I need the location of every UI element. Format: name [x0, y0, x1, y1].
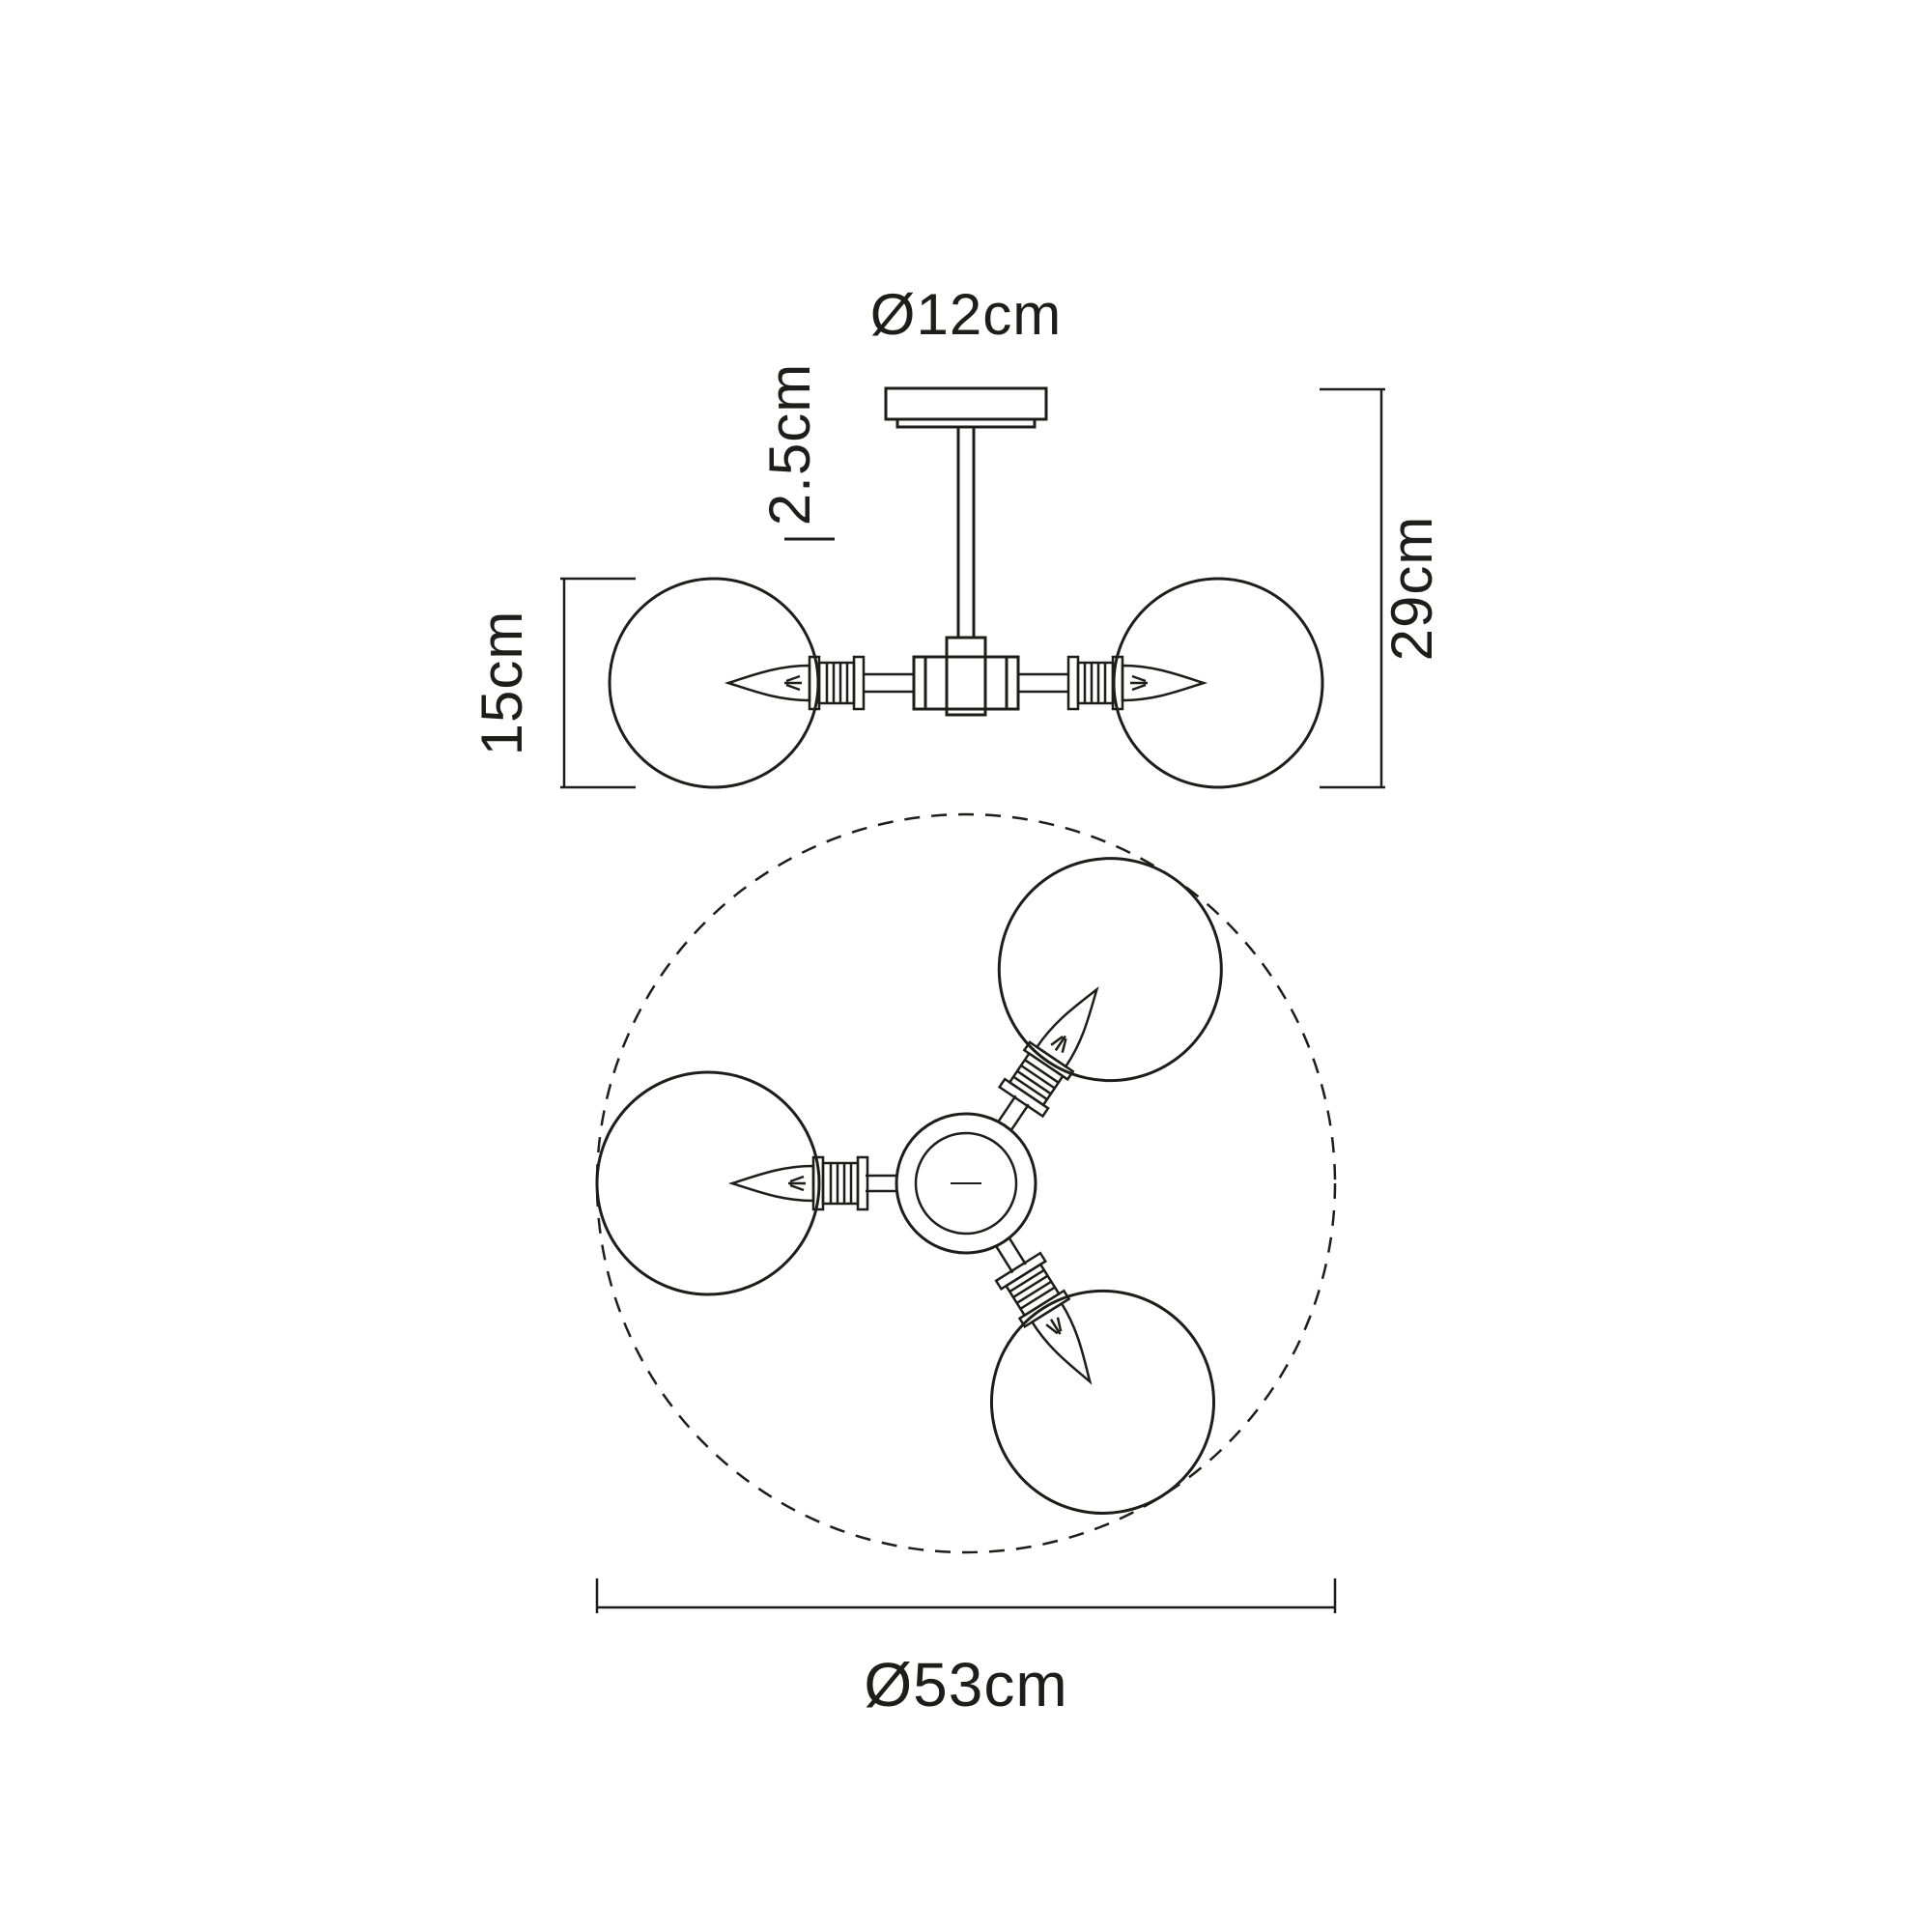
shade-diameter-label: 15cm [469, 611, 534, 756]
glass-globe [1112, 577, 1324, 789]
arm-tube [997, 1094, 1017, 1122]
center-hub [912, 655, 1020, 711]
stem-coupler [945, 636, 987, 717]
glass-globe [997, 857, 1223, 1083]
lamp-holder-and-bulb [1066, 655, 1206, 711]
lamp-holder-and-bulb [994, 1251, 1114, 1397]
plan-arm-bottom [989, 1237, 1215, 1515]
canopy-depth-dimension: 2.5cm [757, 363, 835, 541]
plan-view: Ø53cm [595, 812, 1337, 1719]
arm-tube [1008, 1237, 1027, 1265]
lamp-holder-and-bulb [726, 655, 866, 711]
overall-diameter-dimension: Ø53cm [595, 1578, 1337, 1719]
lamp-holder-and-bulb [998, 974, 1120, 1118]
glass-globe [608, 577, 820, 789]
canopy-plan [895, 1112, 1037, 1255]
overall-height-dimension: 29cm [1320, 387, 1444, 789]
glass-globe [595, 1070, 821, 1296]
overall-diameter-label: Ø53cm [864, 1650, 1067, 1719]
overall-diameter-dashed-circle [595, 812, 1337, 1554]
glass-globe [989, 1289, 1215, 1515]
shade-diameter-dimension: 15cm [469, 577, 636, 789]
arm-tube [1009, 1103, 1030, 1131]
plan-arm-top-right [997, 857, 1223, 1131]
side-elevation-view: Ø12cm 2.5cm 15cm 29cm [469, 282, 1444, 789]
stem-rod [945, 427, 987, 717]
left-arm-assembly [608, 577, 914, 789]
overall-height-label: 29cm [1379, 516, 1444, 662]
ceiling-plate [884, 386, 1048, 429]
canopy-depth-label: 2.5cm [757, 363, 822, 526]
canopy-diameter-label: Ø12cm [870, 282, 1062, 347]
arm-tube [995, 1245, 1014, 1274]
right-arm-assembly [1018, 577, 1324, 789]
lamp-holder-and-bulb [730, 1155, 869, 1211]
plan-arm-left [595, 1070, 896, 1296]
